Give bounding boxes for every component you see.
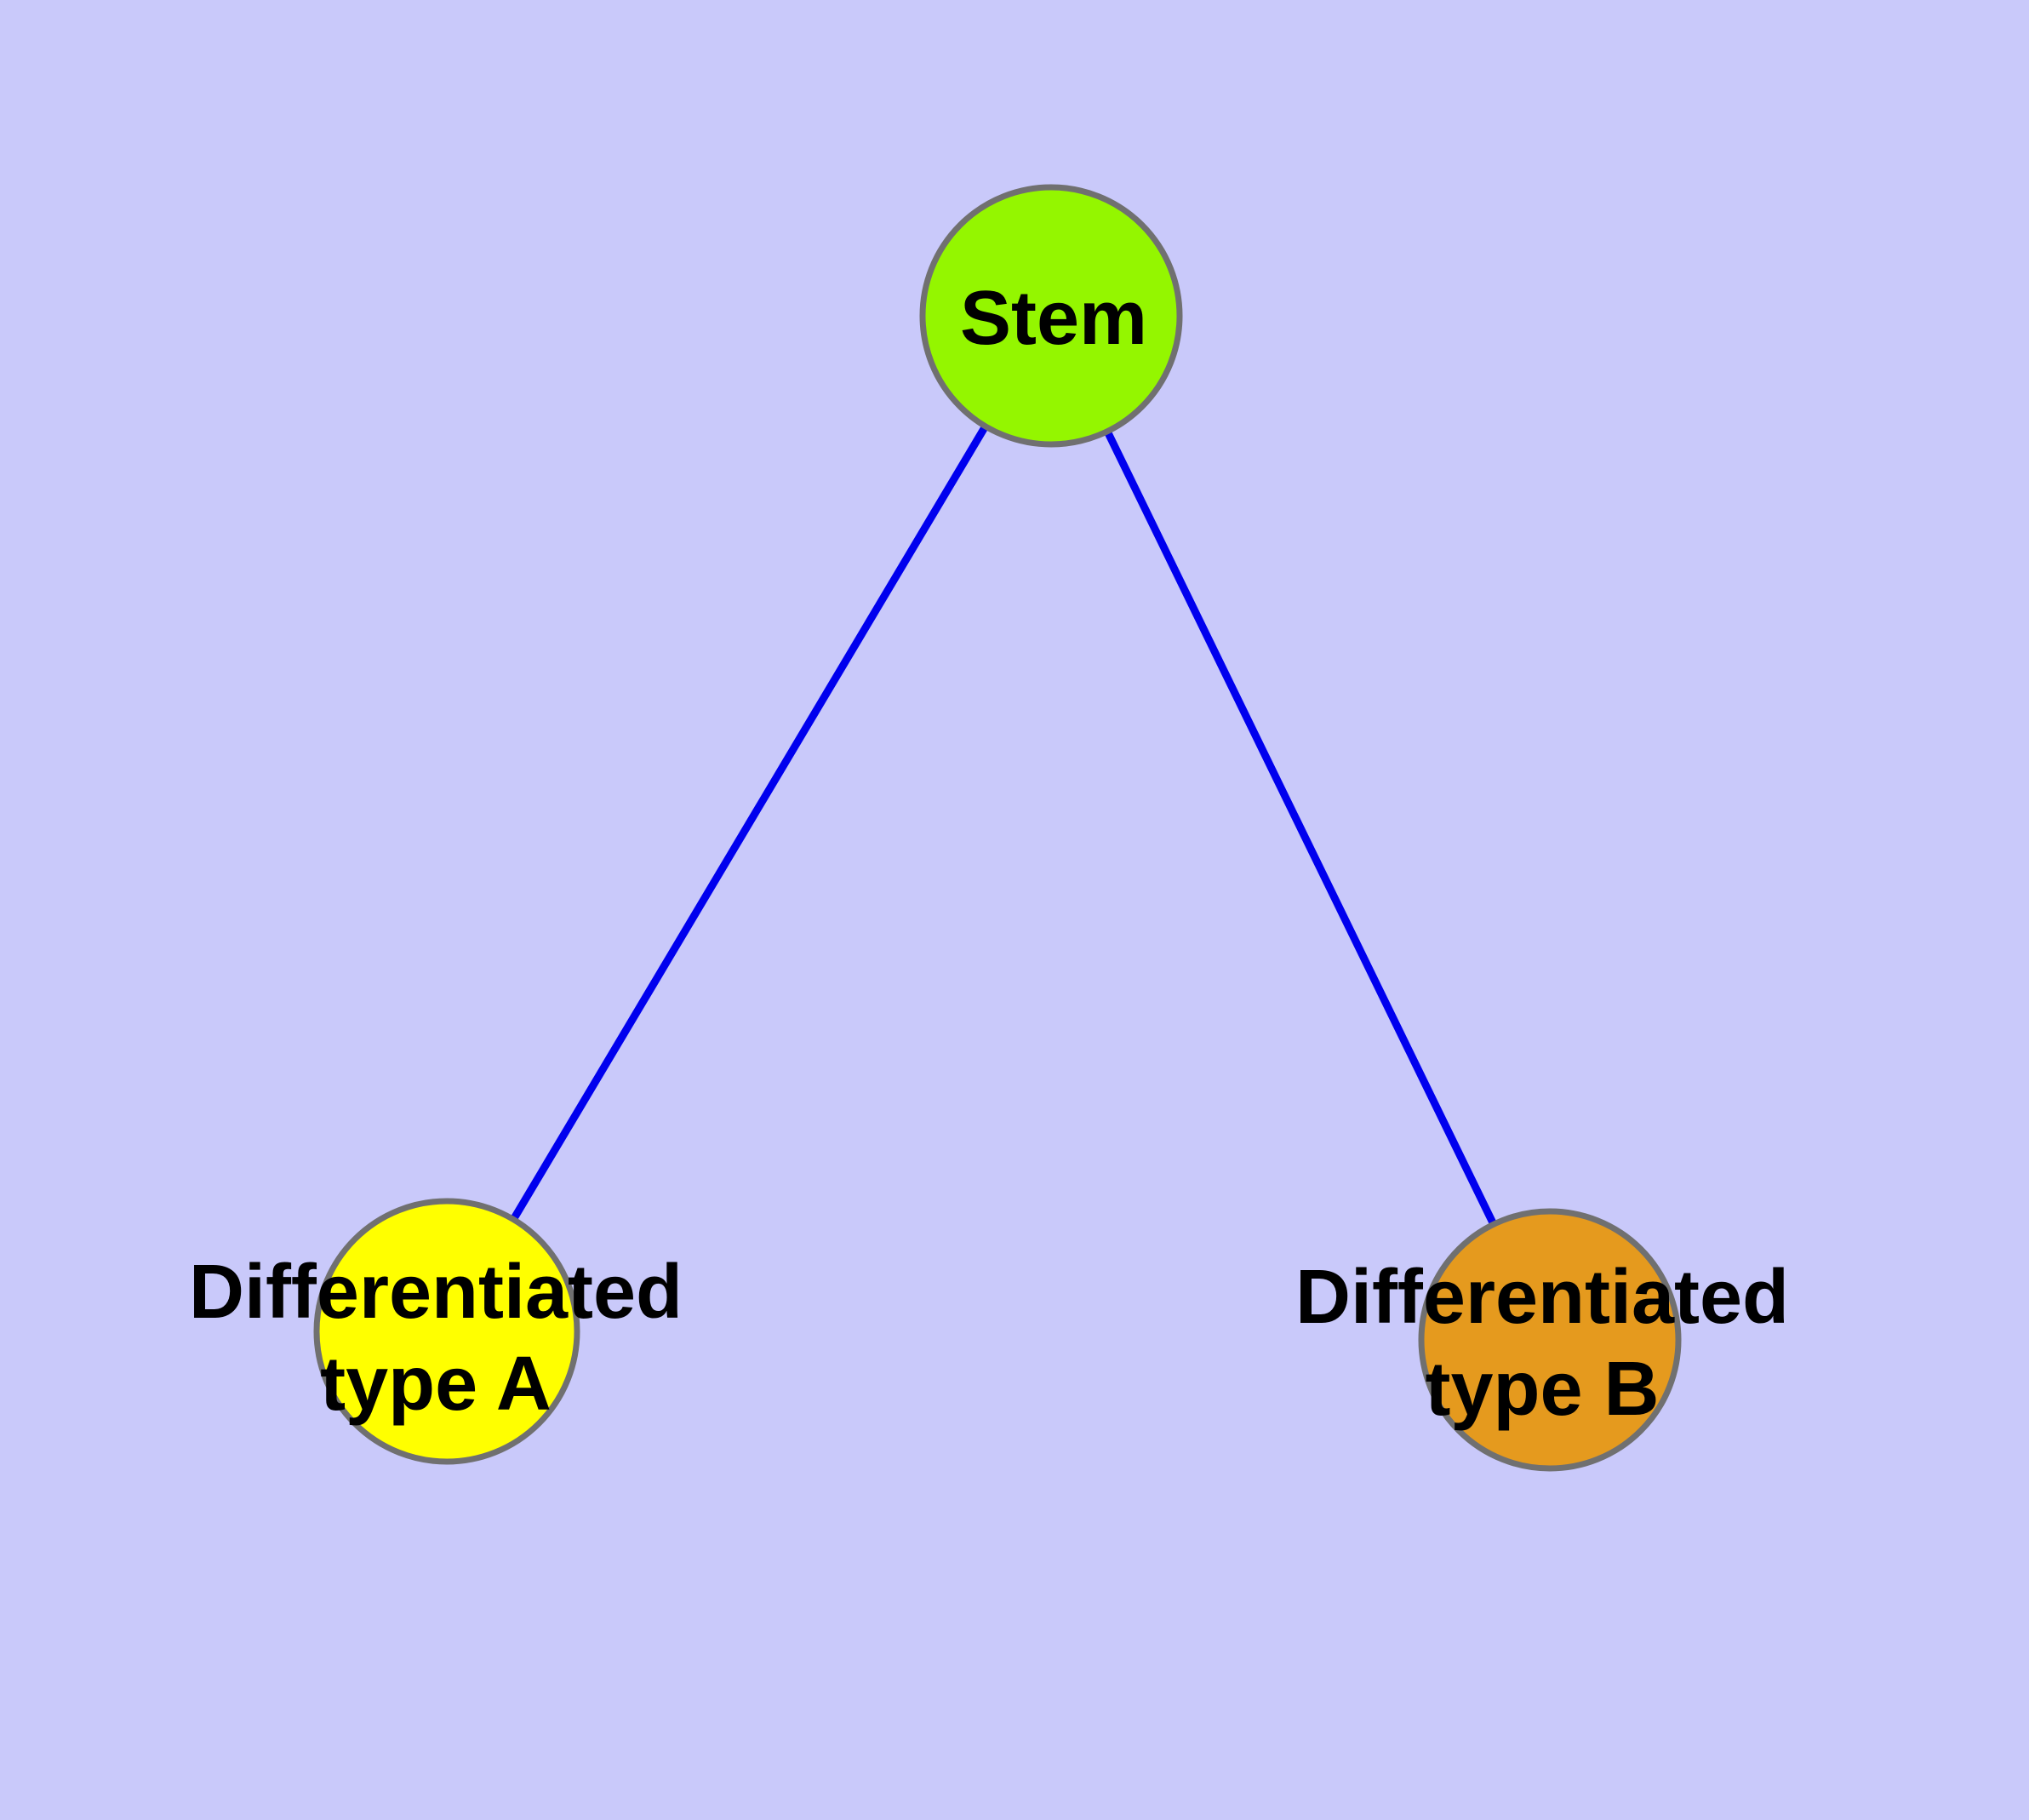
node-differentiated-type-b-label-line1: Differentiated bbox=[1295, 1255, 1789, 1340]
node-differentiated-type-a-label-line1: Differentiated bbox=[189, 1250, 683, 1335]
node-stem-label: Stem bbox=[960, 276, 1147, 361]
node-differentiated-type-b: Differentiated type B bbox=[1295, 1208, 1789, 1472]
node-stem: Stem bbox=[919, 184, 1183, 448]
edge-stem-to-type-b bbox=[1047, 312, 1554, 1344]
node-stem-circle bbox=[919, 184, 1183, 448]
node-differentiated-type-a: Differentiated type A bbox=[189, 1198, 683, 1465]
node-differentiated-type-b-circle bbox=[1418, 1208, 1682, 1472]
edge-stem-to-type-a bbox=[443, 312, 1055, 1336]
node-differentiated-type-b-label-line2: type B bbox=[1425, 1347, 1659, 1432]
node-differentiated-type-a-circle bbox=[313, 1198, 580, 1465]
node-differentiated-type-a-label-line2: type A bbox=[320, 1342, 552, 1427]
